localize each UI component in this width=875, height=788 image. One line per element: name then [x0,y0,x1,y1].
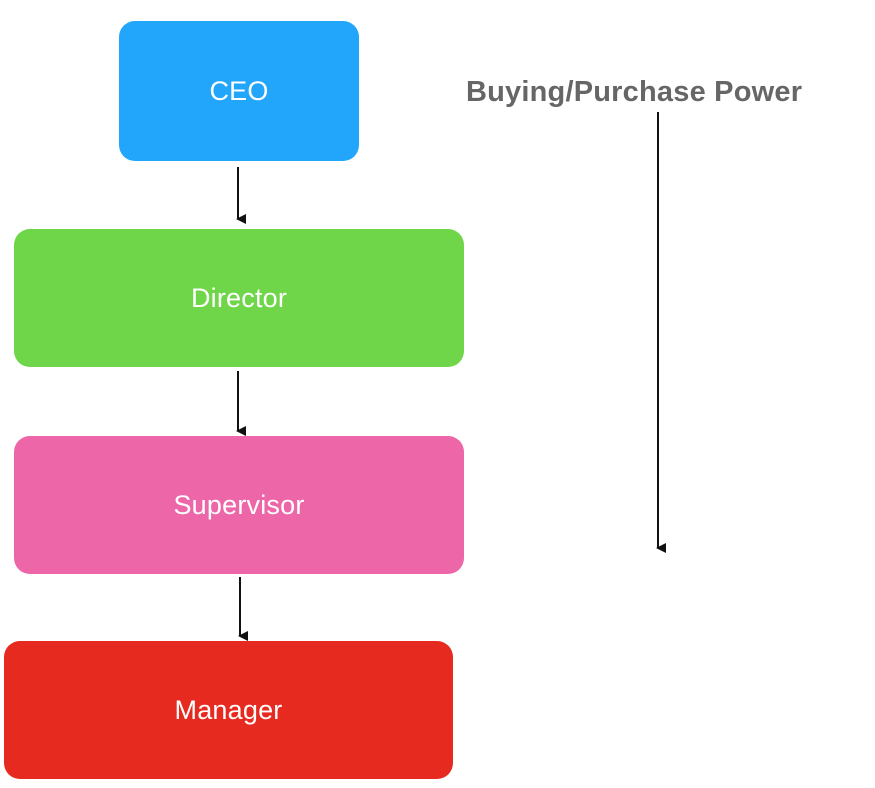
node-director: Director [14,229,464,367]
node-ceo-label: CEO [209,75,269,106]
node-manager-label: Manager [174,694,283,725]
node-director-label: Director [190,282,288,313]
node-supervisor-label: Supervisor [173,489,305,520]
node-manager: Manager [4,641,453,779]
node-supervisor: Supervisor [14,436,464,574]
buying-purchase-power-label: Buying/Purchase Power [466,76,803,108]
node-ceo: CEO [119,21,359,161]
